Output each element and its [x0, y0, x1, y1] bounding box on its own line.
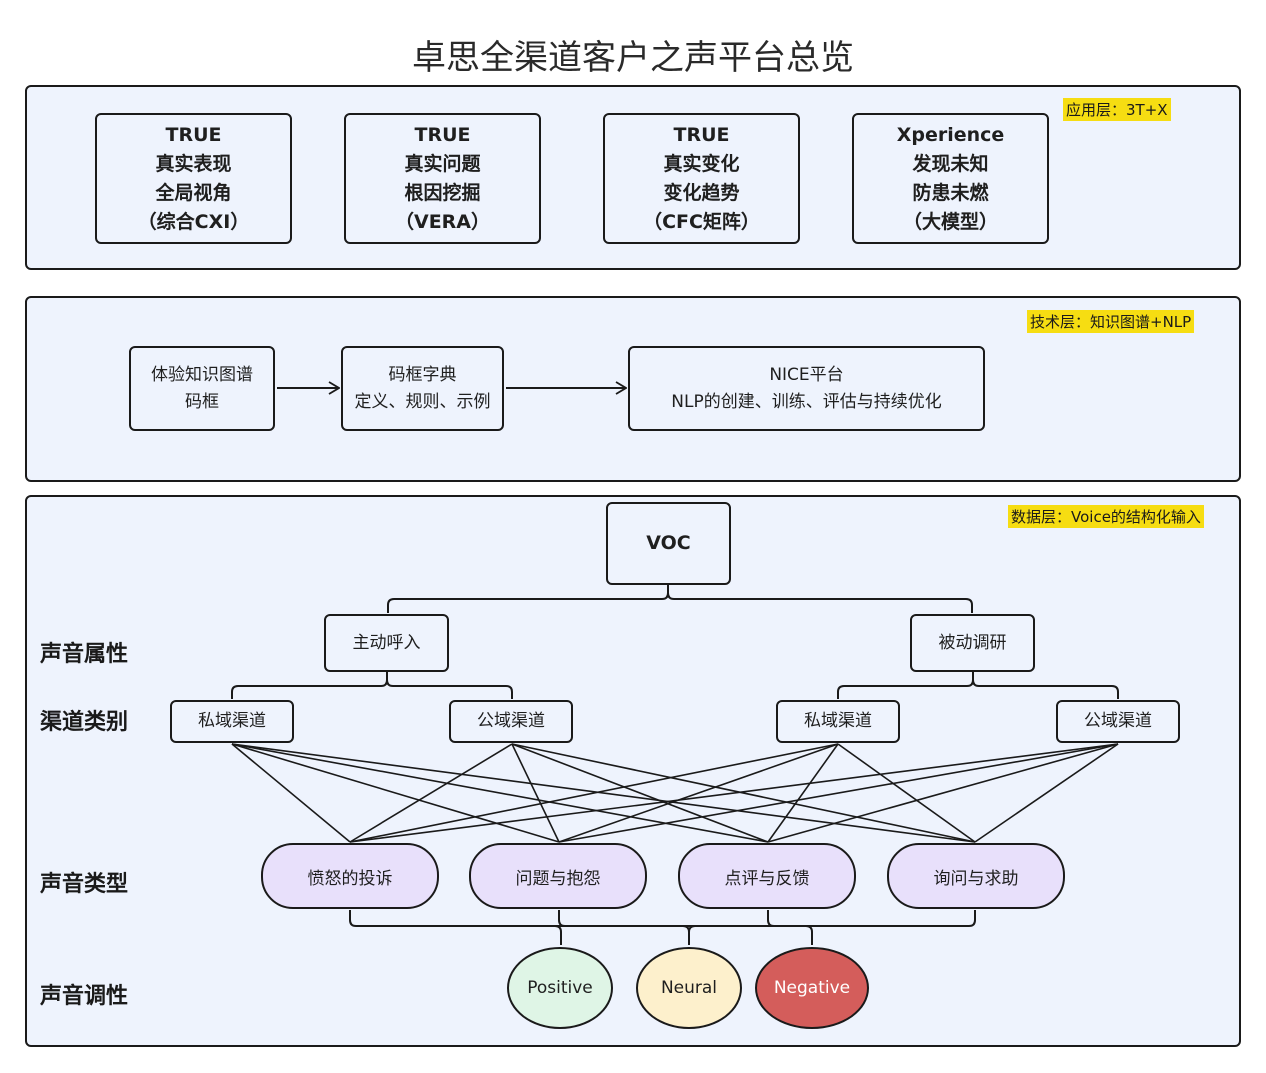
voice-type-angry-complaint[interactable]: 愤怒的投诉: [261, 843, 439, 909]
channel-type-link: [511, 743, 560, 843]
app-card-vera[interactable]: TRUE 真实问题 根因挖掘 （VERA）: [344, 113, 541, 244]
step-line: 码框字典: [388, 364, 457, 385]
types-bracket: [349, 910, 976, 927]
tones-bracket: [554, 925, 813, 945]
card-line: 全局视角: [155, 181, 232, 204]
step-line: NICE平台: [769, 364, 844, 385]
card-line: 变化趋势: [663, 181, 740, 204]
card-line: 防患未燃: [912, 181, 989, 204]
attribute-inbound[interactable]: 主动呼入: [324, 614, 449, 672]
data-layer-tag: 数据层：Voice的结构化输入: [1008, 505, 1204, 528]
channel-public-1[interactable]: 公域渠道: [449, 700, 573, 743]
attr-left-bracket: [231, 672, 513, 699]
channel-type-link: [974, 743, 1119, 843]
channel-type-link: [558, 743, 839, 843]
tone-neural[interactable]: Neural: [636, 947, 742, 1029]
tech-step-nice-platform[interactable]: NICE平台 NLP的创建、训练、评估与持续优化: [628, 346, 985, 431]
card-line: TRUE: [673, 123, 730, 146]
attribute-survey[interactable]: 被动调研: [910, 614, 1035, 672]
tech-step-codebook[interactable]: 码框字典 定义、规则、示例: [341, 346, 504, 431]
row-label-attribute: 声音属性: [40, 642, 129, 667]
channel-type-link: [231, 743, 769, 843]
card-line: 根因挖掘: [404, 181, 481, 204]
channel-type-link: [767, 743, 1119, 843]
voice-type-review-feedback[interactable]: 点评与反馈: [678, 843, 856, 909]
card-line: 真实表现: [155, 152, 232, 175]
app-card-xperience[interactable]: Xperience 发现未知 防患未燃 （大模型）: [852, 113, 1049, 244]
tone-positive[interactable]: Positive: [507, 947, 613, 1029]
tech-step-knowledge-graph[interactable]: 体验知识图谱 码框: [129, 346, 275, 431]
step-line: 码框: [185, 391, 219, 412]
card-line: （VERA）: [394, 210, 491, 233]
channel-type-link: [767, 743, 839, 843]
voc-root[interactable]: VOC: [606, 502, 731, 585]
card-line: TRUE: [414, 123, 471, 146]
page-title: 卓思全渠道客户之声平台总览: [412, 38, 854, 78]
voice-type-problem-grievance[interactable]: 问题与抱怨: [469, 843, 647, 909]
card-line: （大模型）: [902, 210, 998, 233]
channel-type-link: [349, 743, 1119, 843]
channel-type-link: [511, 743, 769, 843]
channel-type-link: [231, 743, 351, 843]
technology-layer-tag: 技术层：知识图谱+NLP: [1027, 310, 1195, 333]
channel-private-2[interactable]: 私域渠道: [776, 700, 900, 743]
step-line: 定义、规则、示例: [354, 391, 491, 412]
channel-private-1[interactable]: 私域渠道: [170, 700, 294, 743]
step-line: 体验知识图谱: [151, 364, 253, 385]
row-label-channel: 渠道类别: [40, 710, 129, 735]
app-card-cfc[interactable]: TRUE 真实变化 变化趋势 （CFC矩阵）: [603, 113, 800, 244]
voc-bracket: [387, 585, 973, 613]
card-line: 真实变化: [663, 152, 740, 175]
channel-type-link: [837, 743, 976, 843]
row-label-tone: 声音调性: [40, 984, 129, 1009]
attr-right-bracket: [837, 672, 1119, 699]
app-card-cxi[interactable]: TRUE 真实表现 全局视角 （综合CXI）: [95, 113, 292, 244]
channel-type-link: [349, 743, 513, 843]
card-line: 真实问题: [404, 152, 481, 175]
card-line: 发现未知: [912, 152, 989, 175]
card-line: （综合CXI）: [137, 210, 250, 233]
channel-type-link: [349, 743, 839, 843]
step-line: NLP的创建、训练、评估与持续优化: [671, 391, 942, 412]
channel-type-link: [511, 743, 976, 843]
channel-type-link: [558, 743, 1119, 843]
card-line: Xperience: [896, 123, 1005, 146]
data-layer: [25, 495, 1241, 1047]
card-line: TRUE: [165, 123, 222, 146]
tone-negative[interactable]: Negative: [755, 947, 869, 1029]
card-line: （CFC矩阵）: [643, 210, 760, 233]
channel-type-link: [231, 743, 976, 843]
channel-type-link: [231, 743, 560, 843]
channel-public-2[interactable]: 公域渠道: [1056, 700, 1180, 743]
voice-type-inquiry-help[interactable]: 询问与求助: [887, 843, 1065, 909]
row-label-type: 声音类型: [40, 872, 129, 897]
application-layer-tag: 应用层：3T+X: [1063, 98, 1171, 121]
